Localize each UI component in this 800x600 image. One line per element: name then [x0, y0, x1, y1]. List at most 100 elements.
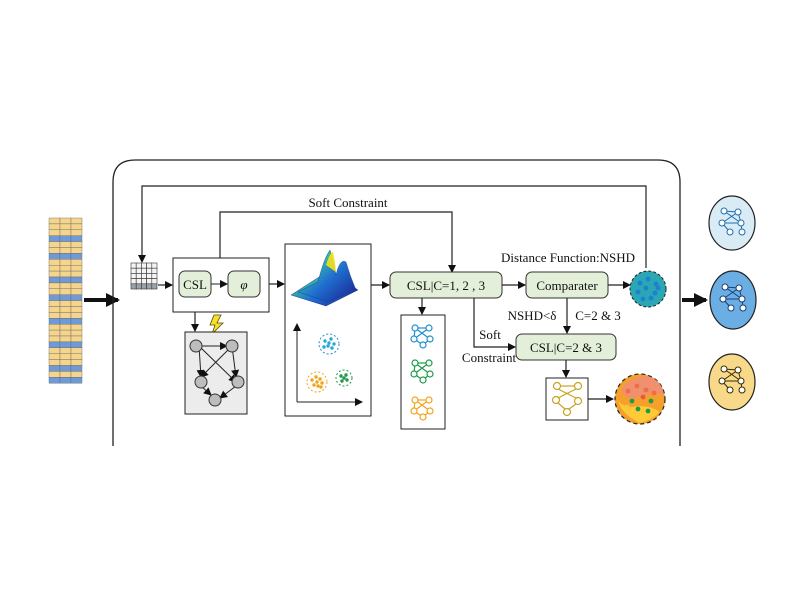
matrix-cell [59, 270, 72, 278]
scatter-dot [332, 342, 336, 346]
matrix-cell [70, 229, 83, 236]
scatter-dot [330, 346, 334, 350]
matrix-cell [59, 247, 72, 254]
scatter-dot [314, 375, 318, 379]
matrix-cell [59, 253, 72, 260]
scatter-dot [648, 398, 654, 404]
grid-cell [151, 273, 158, 279]
soft-label: Soft [479, 327, 501, 342]
matrix-cell [48, 276, 61, 284]
scatter-dot [329, 337, 333, 341]
scatter-dot [327, 341, 331, 345]
matrix-cell [59, 300, 72, 307]
matrix-cell [70, 253, 83, 260]
matrix-cell [48, 241, 61, 248]
scatter-dot [320, 381, 324, 385]
grid-cell [146, 267, 153, 274]
matrix-cell [70, 353, 83, 360]
soft-constraint-label: Soft Constraint [308, 195, 387, 210]
matrix-cell [70, 365, 83, 372]
matrix-cell [48, 371, 61, 378]
phi-label: φ [240, 277, 247, 292]
grid-cell [141, 273, 147, 279]
matrix-cell [48, 300, 61, 307]
grid-cell [135, 267, 142, 274]
matrix-cell [48, 265, 61, 272]
matrix-cell [59, 318, 72, 325]
grid-cell [135, 278, 142, 285]
grid-cell [130, 278, 137, 285]
graph-node [738, 295, 746, 303]
matrix-cell [70, 241, 83, 248]
matrix-cell [70, 324, 83, 331]
matrix-cell [70, 359, 83, 366]
teal-result-cluster [629, 270, 667, 308]
graph-node [737, 377, 745, 385]
grid-cell [151, 278, 158, 285]
scatter-dot [318, 377, 322, 381]
scatter-dot [648, 295, 654, 301]
matrix-cell [48, 347, 61, 354]
grid-cell [141, 267, 147, 274]
matrix-cell [59, 371, 72, 378]
matrix-cell [48, 324, 61, 331]
graph-node [719, 295, 727, 303]
graph-node [410, 370, 418, 378]
grid-cell [130, 262, 137, 269]
matrix-cell [59, 241, 72, 248]
distance-function-label: Distance Function:NSHD [501, 250, 635, 265]
scatter-dot [319, 385, 323, 389]
graph-node [411, 324, 419, 332]
scatter-dot [635, 289, 641, 295]
matrix-cell [48, 288, 61, 295]
scatter-dot [629, 398, 635, 404]
scatter-dot [653, 281, 659, 287]
matrix-cell [59, 288, 72, 295]
graph-node [419, 341, 427, 349]
matrix-cell [70, 265, 83, 272]
graph-node [718, 219, 726, 227]
scatter-dot [326, 344, 330, 348]
grid-cell [146, 262, 153, 269]
mixed-result-cluster [614, 373, 666, 425]
matrix-cell [48, 253, 61, 260]
outer-frame [112, 159, 681, 446]
grid-cell [146, 283, 153, 290]
grid-cell [151, 267, 158, 274]
graph-node [734, 366, 742, 374]
surface-plot-icon [284, 243, 372, 417]
graph-node [720, 365, 728, 373]
scatter-dot [645, 408, 651, 414]
grid-cell [130, 267, 137, 274]
output-cluster-blue [709, 270, 757, 330]
scatter-dot [323, 339, 327, 343]
scatter-dot [652, 290, 658, 296]
lightning-icon [209, 314, 224, 335]
graph-node [426, 370, 434, 378]
output-cluster-yellow [708, 353, 756, 411]
csl-c123-label: CSL|C=1, 2 , 3 [407, 278, 485, 293]
matrix-cell [59, 324, 72, 331]
grid-cell [141, 283, 147, 290]
matrix-cell [48, 341, 61, 348]
graph-node [426, 335, 434, 343]
matrix-cell [48, 294, 61, 301]
grid-cell [135, 283, 142, 290]
matrix-cell [70, 329, 83, 337]
matrix-cell [48, 229, 61, 236]
matrix-cell [59, 353, 72, 360]
scatter-dot [312, 383, 316, 387]
comparater-label: Comparater [536, 278, 598, 293]
scatter-dot [315, 380, 319, 384]
scatter-dot [645, 276, 651, 282]
matrix-cell [70, 371, 83, 378]
matrix-cell [48, 365, 61, 372]
class-graphs-box [400, 314, 446, 430]
matrix-cell [59, 265, 72, 272]
matrix-cell [70, 247, 83, 254]
graph-node [737, 219, 745, 227]
matrix-cell [70, 306, 83, 313]
matrix-cell [70, 377, 83, 384]
graph-node [425, 396, 433, 404]
matrix-cell [70, 312, 83, 319]
